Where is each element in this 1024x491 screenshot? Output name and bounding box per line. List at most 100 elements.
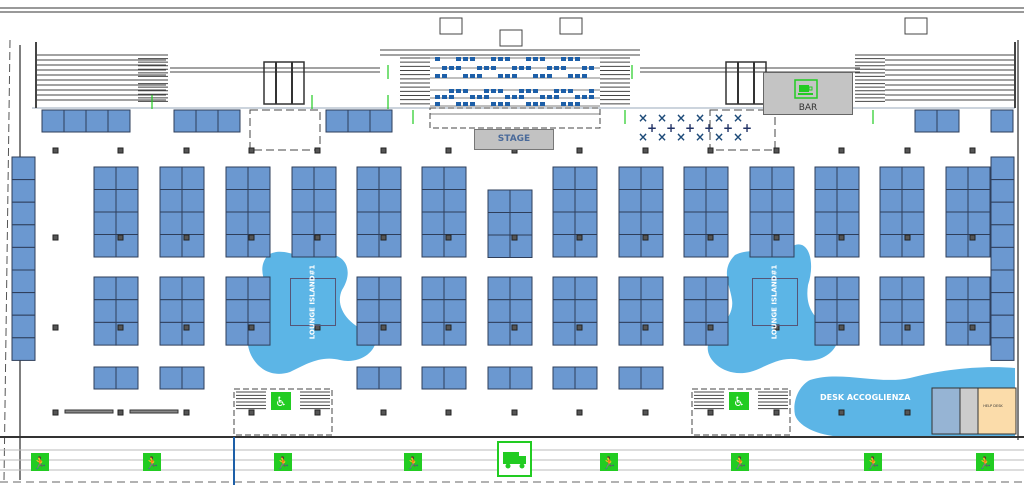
seat[interactable] (491, 89, 496, 93)
booth[interactable] (814, 276, 838, 301)
booth[interactable] (967, 166, 991, 190)
booth[interactable] (683, 299, 707, 323)
booth[interactable] (879, 211, 903, 235)
booth[interactable] (509, 189, 533, 213)
seat-cross-icon[interactable]: × (733, 130, 743, 144)
side-booth[interactable] (11, 246, 36, 271)
stage[interactable]: STAGE (474, 129, 554, 150)
booth[interactable] (879, 234, 903, 258)
booth[interactable] (967, 276, 991, 301)
booth[interactable] (771, 166, 795, 190)
booth[interactable] (509, 234, 533, 258)
booth[interactable] (378, 166, 402, 190)
booth[interactable] (159, 321, 183, 346)
booth[interactable] (41, 109, 65, 133)
booth[interactable] (705, 211, 729, 235)
booth[interactable] (574, 166, 598, 190)
booth[interactable] (552, 166, 576, 190)
seat[interactable] (505, 57, 510, 61)
seat[interactable] (554, 89, 559, 93)
side-booth[interactable] (990, 246, 1015, 271)
side-booth[interactable] (11, 292, 36, 316)
side-booth[interactable] (990, 156, 1015, 181)
seat[interactable] (498, 74, 503, 78)
seat-cross-icon[interactable]: × (695, 130, 705, 144)
booth[interactable] (901, 299, 925, 323)
seat[interactable] (477, 66, 482, 70)
booth[interactable] (814, 299, 838, 323)
booth[interactable] (93, 211, 117, 235)
booth[interactable] (247, 189, 271, 213)
booth[interactable] (369, 109, 393, 133)
booth[interactable] (836, 211, 860, 235)
lounge-island-1[interactable]: LOUNGE ISLAND#1 (290, 265, 336, 339)
seat[interactable] (540, 57, 545, 61)
seat[interactable] (561, 57, 566, 61)
seat[interactable] (435, 57, 440, 61)
side-booth[interactable] (11, 269, 36, 294)
booth[interactable] (356, 299, 380, 323)
booth[interactable] (552, 321, 576, 346)
booth[interactable] (225, 234, 249, 258)
seat[interactable] (512, 74, 517, 78)
booth[interactable] (225, 321, 249, 346)
booth[interactable] (705, 299, 729, 323)
booth[interactable] (421, 366, 445, 390)
seat[interactable] (463, 89, 468, 93)
booth[interactable] (159, 234, 183, 258)
seat[interactable] (575, 74, 580, 78)
side-booth[interactable] (990, 292, 1015, 316)
booth[interactable] (356, 189, 380, 213)
booth[interactable] (879, 166, 903, 190)
seat[interactable] (582, 95, 587, 99)
seat[interactable] (463, 57, 468, 61)
booth[interactable] (159, 211, 183, 235)
seat[interactable] (498, 102, 503, 106)
booth[interactable] (836, 166, 860, 190)
booth[interactable] (421, 321, 445, 346)
booth[interactable] (901, 276, 925, 301)
booth[interactable] (378, 189, 402, 213)
seat[interactable] (505, 74, 510, 78)
booth[interactable] (749, 166, 773, 190)
desk-accoglienza-label[interactable]: DESK ACCOGLIENZA (820, 393, 911, 402)
booth[interactable] (421, 189, 445, 213)
booth[interactable] (814, 234, 838, 258)
booth[interactable] (421, 211, 445, 235)
booth[interactable] (945, 166, 969, 190)
booth[interactable] (443, 276, 467, 301)
booth[interactable] (574, 366, 598, 390)
seat-cross-icon[interactable]: × (657, 111, 667, 125)
seat[interactable] (561, 89, 566, 93)
booth[interactable] (173, 109, 197, 133)
seat[interactable] (568, 89, 573, 93)
side-booth[interactable] (990, 337, 1015, 361)
booth[interactable] (967, 211, 991, 235)
help-desk-area[interactable] (977, 387, 1017, 435)
seat[interactable] (575, 102, 580, 106)
booth[interactable] (879, 276, 903, 301)
seat-cross-icon[interactable]: + (723, 121, 733, 135)
desk-counter[interactable] (931, 387, 961, 435)
booth[interactable] (814, 166, 838, 190)
booth[interactable] (901, 189, 925, 213)
booth[interactable] (618, 189, 642, 213)
booth[interactable] (195, 109, 219, 133)
side-booth[interactable] (990, 224, 1015, 248)
seat[interactable] (519, 89, 524, 93)
booth[interactable] (93, 299, 117, 323)
booth[interactable] (618, 366, 642, 390)
seat[interactable] (470, 95, 475, 99)
seat[interactable] (519, 66, 524, 70)
booth[interactable] (487, 276, 511, 301)
booth[interactable] (443, 166, 467, 190)
booth[interactable] (945, 299, 969, 323)
booth[interactable] (313, 211, 337, 235)
seat[interactable] (470, 102, 475, 106)
booth[interactable] (618, 321, 642, 346)
seat-cross-icon[interactable]: + (685, 121, 695, 135)
seat[interactable] (568, 57, 573, 61)
booth[interactable] (945, 234, 969, 258)
booth[interactable] (914, 109, 938, 133)
booth[interactable] (378, 366, 402, 390)
